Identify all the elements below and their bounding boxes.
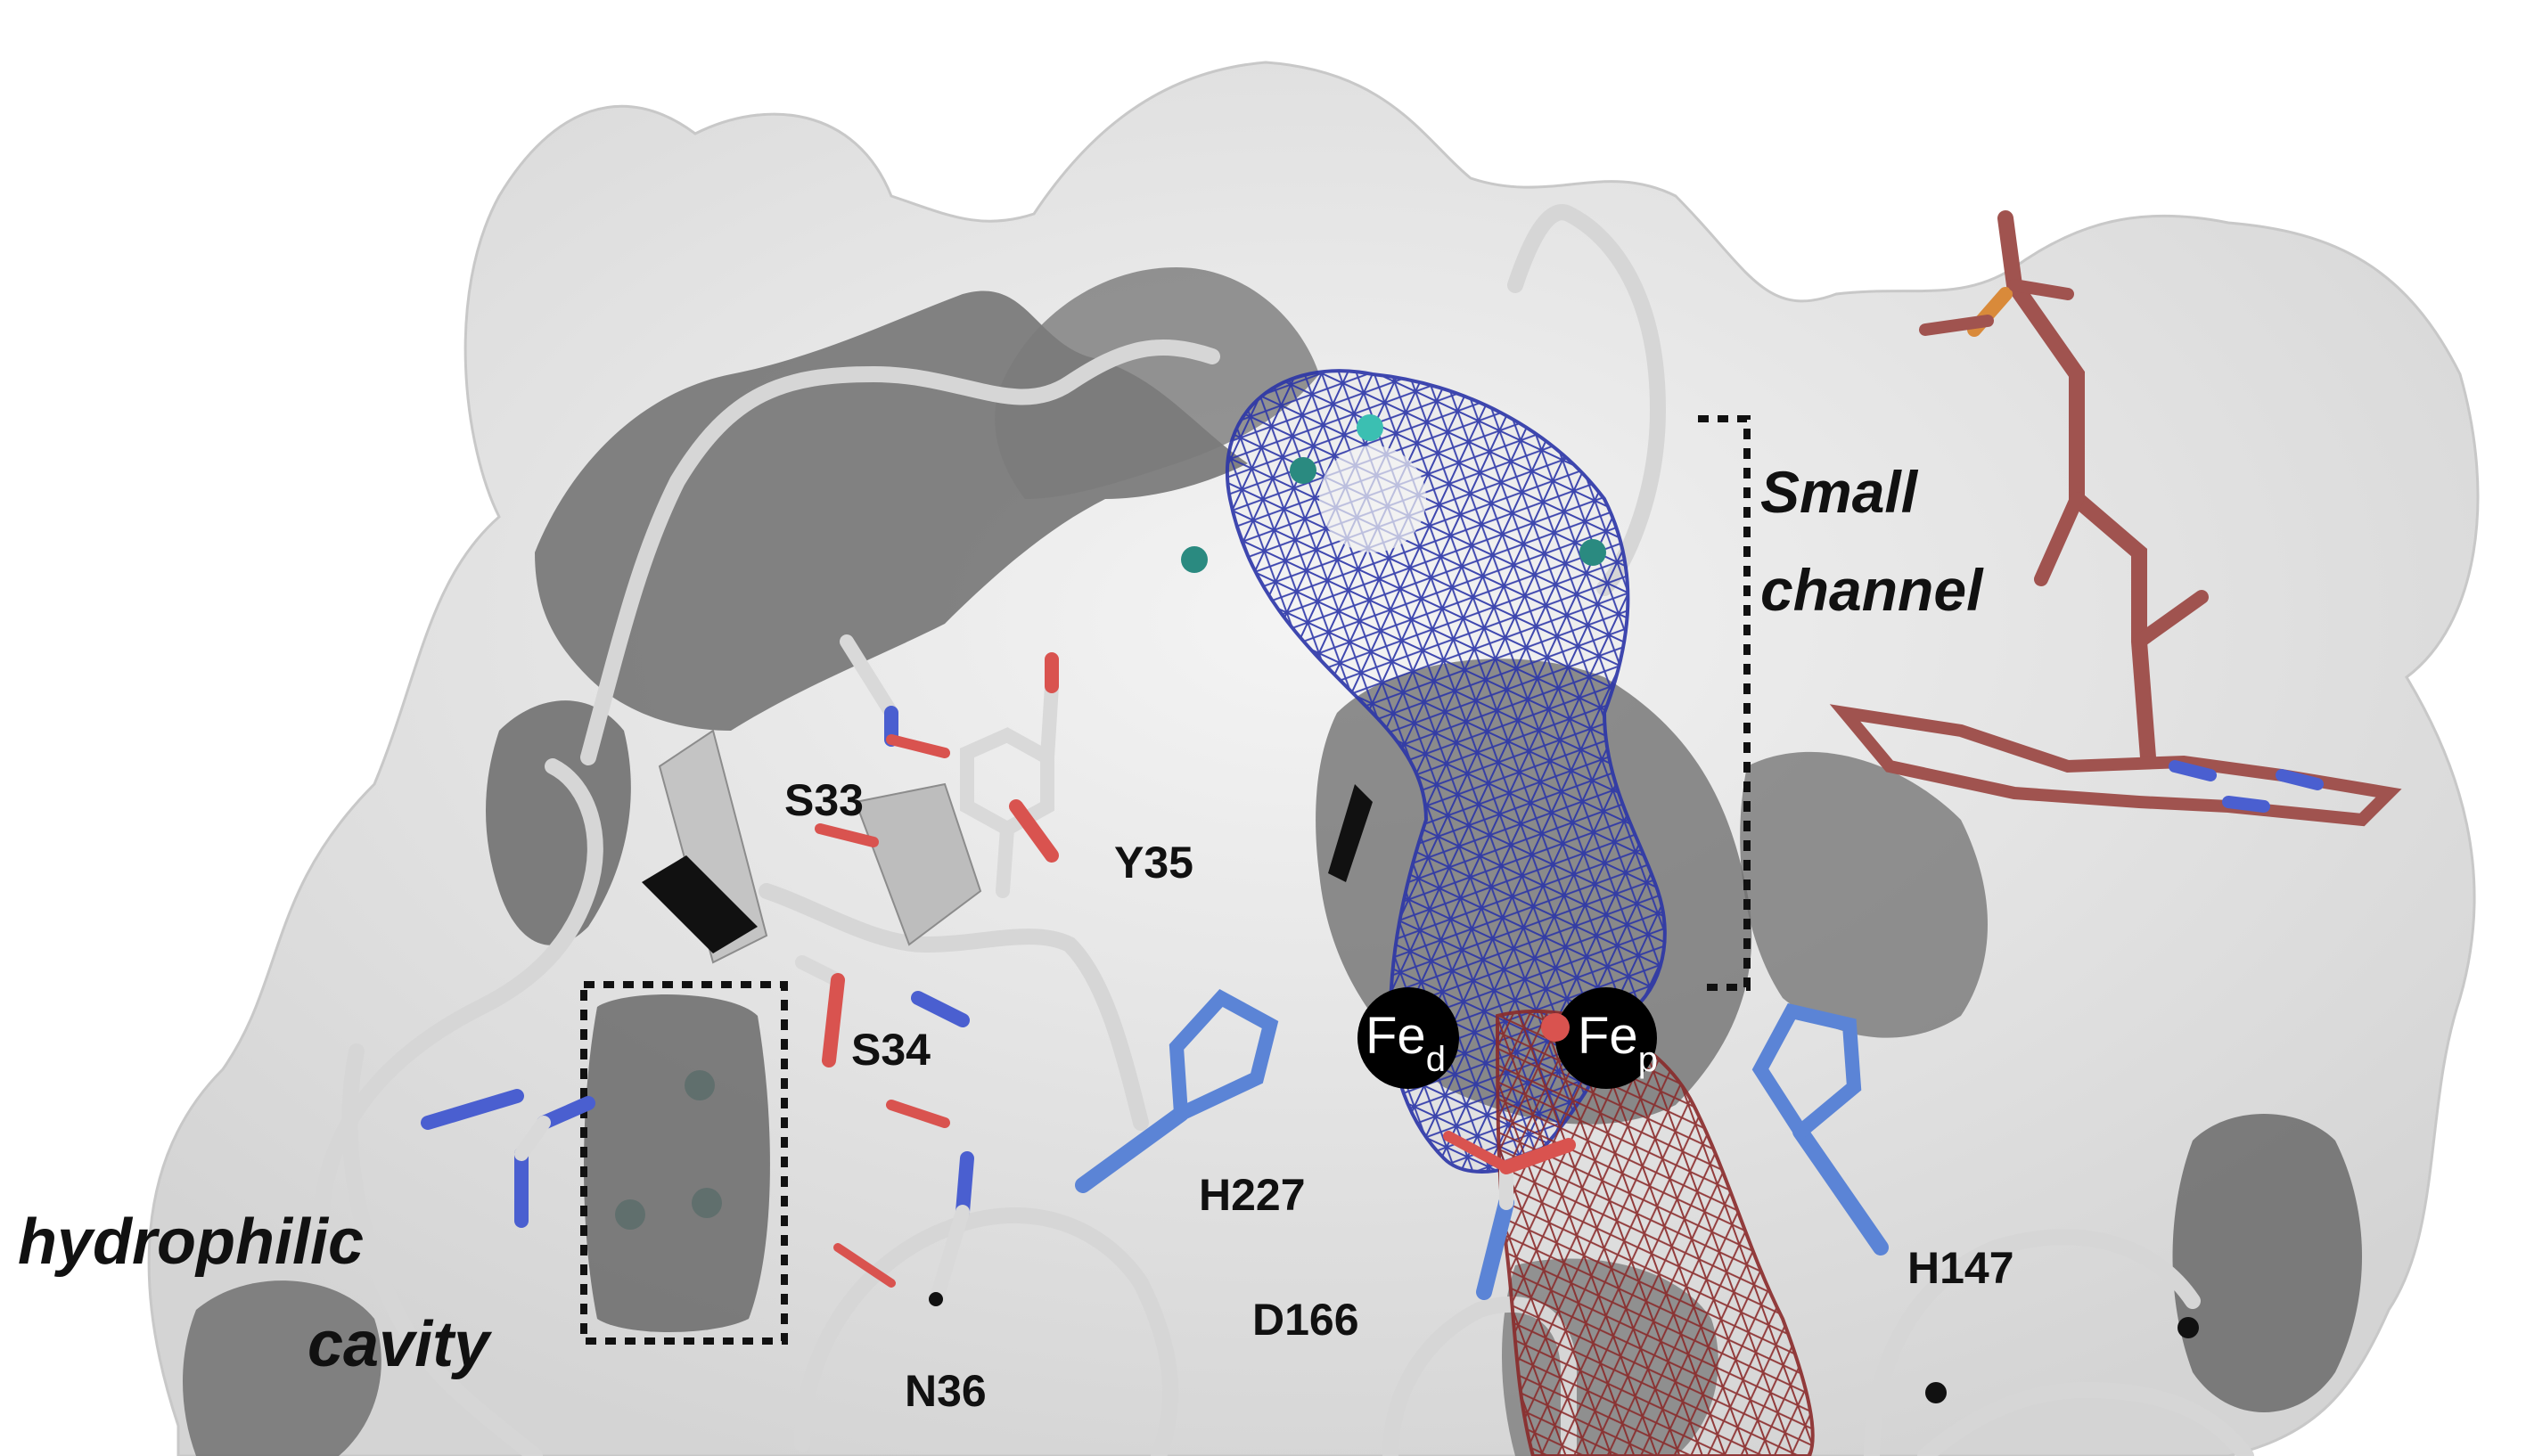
residue-label-h227: H227 — [1199, 1170, 1306, 1220]
backbone-loop-top-right — [1507, 204, 1667, 596]
backbone-loop-h147 — [1864, 1229, 2201, 1456]
water-sphere — [1357, 414, 1383, 441]
small-channel-mesh — [1225, 369, 1667, 1174]
beta-sheets — [642, 729, 1373, 964]
backbone-strand-center — [759, 883, 1149, 1131]
text-labels: Small channel hydrophilic cavity S33 Y35… — [18, 459, 2014, 1416]
hydrophilic-label-line2: cavity — [308, 1309, 493, 1380]
residue-label-s34: S34 — [851, 1025, 931, 1075]
s34-sidechain — [795, 955, 970, 1128]
heme-tail-branch — [2132, 590, 2209, 649]
y35-sidechain — [960, 652, 1059, 898]
heme-ring-plane — [1829, 704, 2402, 827]
heme-ligand — [1829, 210, 2402, 827]
surface-shadow-lower-left — [183, 1280, 381, 1456]
residue-label-y35: Y35 — [1114, 838, 1193, 888]
cavity-dashed-box — [580, 981, 788, 1345]
surface-shadow-top — [995, 267, 1319, 499]
fe-d-label: Fed — [1366, 1007, 1446, 1079]
heme-nitrogen — [2276, 769, 2324, 790]
h147-sidechain — [1751, 1002, 1889, 1256]
h227-sidechain — [1075, 988, 1279, 1193]
beta-strand-black-mark — [1328, 784, 1373, 882]
residue-label-d166: D166 — [1252, 1295, 1359, 1345]
arginine-sidechain — [421, 1089, 595, 1228]
water-sphere — [1579, 539, 1606, 566]
hydrophilic-cavity — [421, 981, 788, 1345]
residue-label-s33: S33 — [784, 775, 864, 825]
fe-p-atom — [1555, 987, 1657, 1089]
heme-nitrogen — [2169, 760, 2217, 781]
phosphate-group — [1919, 279, 2074, 337]
small-channel-bracket — [1698, 415, 1751, 991]
backbone-loop-left-low — [341, 1043, 543, 1456]
cavity-pocket — [584, 994, 770, 1332]
backbone-loop-bottom-right — [1917, 1381, 2254, 1456]
backbone-loop-top-left — [580, 339, 1220, 765]
iron-center: Fed Fep — [1357, 987, 1658, 1089]
residue-label-h147: H147 — [1907, 1243, 2014, 1293]
hydrophilic-label-line1: hydrophilic — [18, 1207, 364, 1278]
surface-shadow-lower-right — [2172, 1114, 2362, 1412]
n36-sidechain — [833, 1151, 974, 1308]
surface-shadow-right — [1740, 751, 1988, 1038]
small-channel-label-line2: channel — [1760, 557, 1984, 623]
small-channel-label-line1: Small — [1760, 459, 1919, 525]
water-sphere — [1181, 546, 1208, 573]
water-sphere — [1290, 457, 1316, 484]
s33-sidechain — [815, 634, 950, 847]
beta-strand-center — [854, 782, 982, 946]
fe-d-atom — [1357, 987, 1459, 1089]
d166-sidechain — [1443, 1131, 1576, 1300]
beta-strand-left-edge — [642, 855, 758, 953]
heme-nitrogen — [2222, 796, 2270, 813]
heme-tail-branch — [2034, 492, 2084, 586]
backbone-loop-n36 — [794, 1207, 1179, 1456]
residue-sticks — [795, 634, 1889, 1308]
bridging-oxygen — [1541, 1013, 1570, 1042]
chain-termini — [929, 1292, 2199, 1403]
residue-label-n36: N36 — [905, 1366, 987, 1416]
fe-p-label: Fep — [1578, 1007, 1658, 1079]
mesh-highlight — [1319, 446, 1426, 552]
